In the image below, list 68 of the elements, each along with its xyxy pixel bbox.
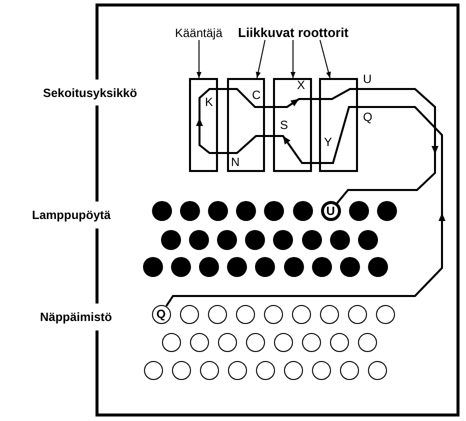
contact-letter: N <box>231 156 240 168</box>
key <box>340 360 360 380</box>
contact-letter: C <box>252 89 261 101</box>
lamp <box>199 257 220 277</box>
lamp <box>273 230 294 250</box>
key <box>292 304 311 324</box>
reflector-box <box>189 78 218 172</box>
key <box>144 360 162 380</box>
lamp <box>217 230 238 250</box>
key <box>162 332 180 352</box>
lamp <box>208 201 228 221</box>
contact-letter: K <box>205 96 214 108</box>
lamp <box>330 230 350 250</box>
key <box>348 304 368 324</box>
lamp <box>189 230 210 250</box>
callout-label: Kääntäjä <box>175 26 222 40</box>
key <box>190 332 209 352</box>
key <box>284 360 303 380</box>
contact-letter: U <box>363 73 372 85</box>
section-label: Lamppupöytä <box>32 208 111 222</box>
lamp <box>340 257 360 277</box>
contact-letter: Q <box>363 111 372 123</box>
lamp <box>236 201 256 221</box>
key <box>180 304 199 324</box>
lamp <box>376 201 397 221</box>
key <box>256 360 275 380</box>
lamp <box>368 257 388 277</box>
lamp <box>264 201 284 221</box>
section-label: Näppäimistö <box>40 310 112 324</box>
rotor-box <box>227 78 265 172</box>
key <box>368 360 388 380</box>
lamp <box>171 257 192 277</box>
section-label: Sekoitusyksikkö <box>43 86 138 100</box>
key: Q <box>152 304 170 324</box>
key <box>172 360 191 380</box>
contact-letter: X <box>297 79 306 91</box>
key <box>358 332 378 352</box>
lamp <box>227 257 248 277</box>
lamp <box>348 201 369 221</box>
key <box>320 304 340 324</box>
lamp <box>255 257 276 277</box>
lamp <box>180 201 200 221</box>
lamp <box>302 230 322 250</box>
lamp <box>292 201 312 221</box>
lamp <box>245 230 266 250</box>
callout-label: Liikkuvat roottorit <box>238 25 349 40</box>
key <box>312 360 332 380</box>
lit-lamp: U <box>320 201 341 221</box>
key <box>208 304 227 324</box>
key <box>200 360 219 380</box>
key <box>218 332 237 352</box>
lamp <box>143 257 163 277</box>
key <box>264 304 283 324</box>
lamp <box>358 230 378 250</box>
lamp <box>284 257 304 277</box>
lamp <box>152 201 172 221</box>
rotor-box <box>273 78 312 172</box>
key <box>228 360 247 380</box>
contact-letter: S <box>280 119 288 131</box>
key <box>274 332 293 352</box>
lamp <box>161 230 181 250</box>
contact-letter: Y <box>324 136 332 148</box>
key <box>376 304 396 324</box>
key <box>246 332 265 352</box>
key <box>302 332 321 352</box>
key <box>330 332 350 352</box>
lamp <box>312 257 332 277</box>
key <box>236 304 255 324</box>
